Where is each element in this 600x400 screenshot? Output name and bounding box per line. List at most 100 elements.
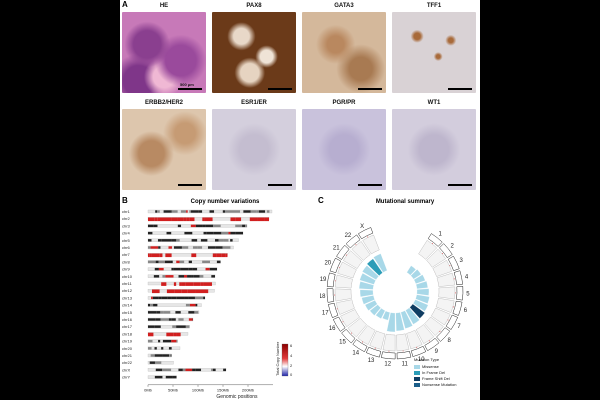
cnv-segment	[189, 210, 191, 213]
cnv-segment	[173, 246, 182, 249]
cnv-chrom-label: chr17	[122, 324, 133, 329]
cnv-segment	[148, 246, 151, 249]
cnv-segment	[171, 267, 174, 271]
cnv-segment	[190, 224, 196, 228]
cnv-segment	[209, 210, 215, 213]
cnv-segment	[176, 239, 180, 242]
cnv-legend-tick: 0	[290, 372, 293, 377]
circos-chrom-label: 10	[418, 357, 425, 363]
cnv-segment	[149, 361, 155, 364]
legend-item-nonsense: Nonsense Mutation	[414, 382, 456, 387]
cnv-segment	[199, 275, 204, 278]
cnv-segment	[166, 332, 174, 337]
circos-mid-ring	[406, 330, 423, 350]
cnv-chrom-label: chr7	[122, 252, 131, 257]
cnv-chrom-label: chr4	[122, 231, 131, 236]
cnv-chrom-label: chr9	[122, 267, 131, 272]
cnv-segment	[200, 282, 204, 286]
cnv-segment	[228, 231, 231, 235]
cnv-x-tick-label: 50Mb	[168, 387, 179, 392]
cnv-segment	[185, 303, 190, 307]
cnv-segment	[177, 217, 184, 222]
cnv-segment	[176, 325, 184, 328]
circos-chrom-arc	[456, 286, 464, 301]
cnv-segment	[242, 224, 246, 228]
cnv-segment	[176, 339, 178, 343]
cnv-segment	[158, 246, 161, 249]
circos-chrom-arc	[427, 233, 443, 247]
cnv-segment	[211, 275, 215, 278]
circos-title: Mutational summary	[375, 199, 435, 205]
cnv-segment	[157, 210, 160, 213]
cnv-chrom-label: chr3	[122, 223, 131, 228]
circos-mutation-bar	[373, 253, 388, 273]
circos-chrom-arc	[445, 314, 458, 330]
cnv-segment	[178, 318, 184, 321]
cnv-segment	[153, 303, 158, 307]
cnv-segment	[233, 210, 241, 213]
circos-chrom-label: 21	[333, 246, 340, 252]
cnv-segment	[212, 368, 216, 372]
circos-mutation-bar	[410, 269, 422, 280]
cnv-segment	[162, 275, 166, 278]
cnv-segment	[202, 217, 205, 222]
tile-image-pax8	[212, 12, 296, 93]
cnv-x-tick-label: 100Mb	[192, 387, 205, 392]
circos-mutation-bar	[369, 304, 382, 316]
cnv-segment	[160, 311, 164, 314]
cnv-segment	[173, 332, 177, 337]
cnv-segment	[249, 217, 258, 222]
circos-chrom-label: 13	[368, 358, 375, 364]
cnv-segment	[177, 224, 182, 228]
cnv-chrom-label: chr15	[122, 310, 133, 315]
cnv-segment	[185, 282, 194, 286]
cnv-title: Copy number variations	[190, 199, 260, 205]
cnv-segment	[148, 231, 153, 235]
legend-item-inframe: In Frame Del	[414, 370, 445, 375]
cnv-segment	[188, 260, 192, 264]
cnv-segment	[170, 210, 172, 213]
circos-chrom-label: 2	[451, 244, 455, 250]
tile-title-gata3: GATA3	[334, 3, 354, 9]
cnv-segment	[191, 275, 194, 278]
circos-chrom-arc	[365, 346, 382, 358]
cnv-segment	[235, 217, 242, 222]
figure-panel: A HE 500 μm PAX8 GATA3 TFF1 ERBB2/HER2 E…	[120, 0, 480, 400]
cnv-segment	[148, 347, 152, 350]
cnv-segment	[194, 311, 199, 314]
cnv-segment	[173, 282, 177, 286]
cnv-segment	[190, 210, 199, 213]
circos-mutation-bar	[362, 265, 379, 281]
cnv-segment	[186, 210, 188, 213]
cnv-segment	[154, 375, 163, 379]
cnv-segment	[148, 253, 150, 258]
cnv-segment	[223, 239, 229, 242]
cnv-segment	[183, 325, 186, 328]
tile-image-tff1	[392, 12, 476, 93]
cnv-segment	[169, 354, 171, 357]
cnv-segment	[184, 296, 189, 300]
cnv-segment	[148, 224, 154, 228]
cnv-segment	[204, 217, 213, 222]
cnv-chrom-label: chr16	[122, 317, 133, 322]
cnv-segment	[178, 275, 185, 278]
circos-mutation-bar	[361, 295, 375, 305]
cnv-segment	[150, 354, 155, 357]
cnv-chrom-label: chr8	[122, 259, 131, 264]
cnv-segment	[216, 260, 221, 264]
cnv-segment	[185, 368, 193, 372]
cnv-segment	[172, 375, 177, 379]
cnv-segment	[221, 253, 226, 258]
cnv-chrom-label: chr2	[122, 216, 131, 221]
cnv-segment	[185, 325, 190, 328]
scale-bar	[358, 184, 382, 186]
circos-chrom-label: 18	[320, 294, 326, 300]
tile-image-he	[122, 12, 206, 93]
cnv-segment	[170, 260, 173, 264]
circos-mutation-bar	[405, 307, 420, 325]
cnv-segment	[171, 318, 176, 321]
circos-chrom-label: 17	[322, 311, 329, 317]
cnv-segment	[195, 368, 202, 372]
cnv-segment	[167, 239, 172, 242]
